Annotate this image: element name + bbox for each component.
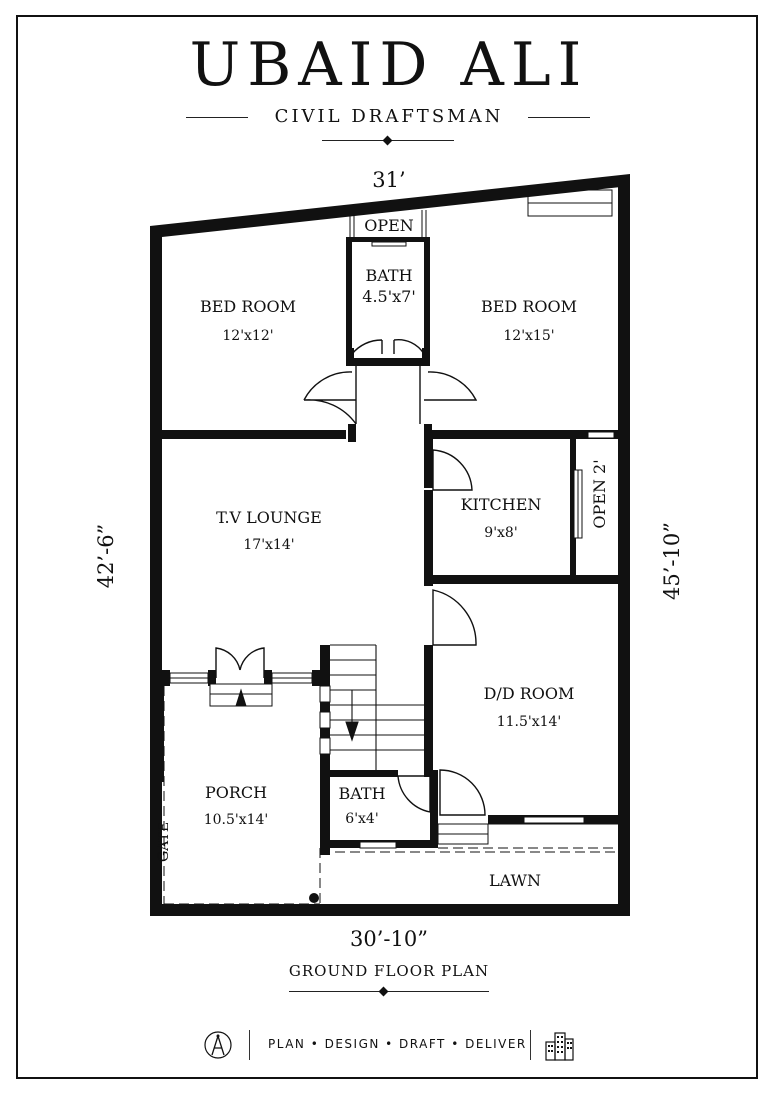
room-kitchen-size: 9'x8' [484,525,517,541]
kitchen-right-wall [570,439,576,577]
porch-entry-steps [209,683,489,845]
room-porch-size: 10.5'x14' [204,812,269,828]
exterior-walls [150,174,630,916]
bath-top-right-wall [424,242,430,354]
gate-post [309,893,319,903]
room-bath-top-name: BATH [365,266,412,285]
bath-bottom-right-wall [430,776,438,848]
compass-logo-icon [204,1031,232,1059]
page-border [16,15,758,1079]
room-dd-size: 11.5'x14' [497,714,562,730]
gate-label: GATE [156,822,172,862]
bath-top-left-wall [346,242,352,354]
windows [169,241,615,849]
bath-top-bottom-wall [352,358,424,366]
footer: PLAN • DESIGN • DRAFT • DELIVER [0,1026,778,1066]
caption-underline [289,991,489,992]
room-tv-lounge-name: T.V LOUNGE [216,508,322,527]
room-open-side: OPEN 2' [590,459,609,528]
kitchen-bottom-wall [424,575,618,584]
kitchen-left-wall-upper [424,430,433,488]
bottom-wall [150,904,630,916]
open-shaft [349,189,613,238]
dimension-top: 31’ [372,168,405,192]
dashed-boundaries [163,686,618,905]
dd-room-left-wall [424,645,433,775]
room-lawn: LAWN [489,871,541,890]
room-bath-top-size: 4.5'x7' [362,287,415,306]
kitchen-left-wall-lower [424,490,433,586]
room-bath-bottom-size: 6'x4' [345,811,378,827]
room-bed-left-size: 12'x12' [222,328,273,344]
open-shaft-bottom-wall [346,237,430,242]
room-tv-lounge-size: 17'x14' [243,537,294,553]
right-wall [618,176,630,916]
room-bath-bottom-name: BATH [338,784,385,803]
room-bed-right-name: BED ROOM [481,297,577,316]
lawn-outline [153,782,618,904]
bath-bottom-top-wall [320,770,398,777]
dimension-bottom: 30’-10” [350,927,428,951]
subtitle-rule-right [528,117,590,118]
dimension-right: 45’-10” [660,522,684,600]
plan-caption: GROUND FLOOR PLAN [288,962,490,980]
room-dd-name: D/D ROOM [484,684,575,703]
buildings-icon [545,1032,574,1061]
designer-name: UBAID ALI [189,30,589,100]
room-open-top: OPEN [364,216,414,235]
dimension-left: 42’-6” [94,524,118,589]
top-wall [150,174,630,237]
subtitle-rule-left [186,117,248,118]
room-bed-left-name: BED ROOM [200,297,296,316]
footer-separator-left [249,1030,250,1060]
room-kitchen-name: KITCHEN [461,495,542,514]
staircase [330,644,424,770]
room-porch-name: PORCH [205,783,267,802]
room-bed-right-size: 12'x15' [503,328,554,344]
designer-profession: CIVIL DRAFTSMAN [274,106,504,127]
doors [215,338,486,816]
footer-tagline: PLAN • DESIGN • DRAFT • DELIVER [268,1037,527,1051]
footer-separator-right [530,1030,531,1060]
left-wall [150,226,162,916]
